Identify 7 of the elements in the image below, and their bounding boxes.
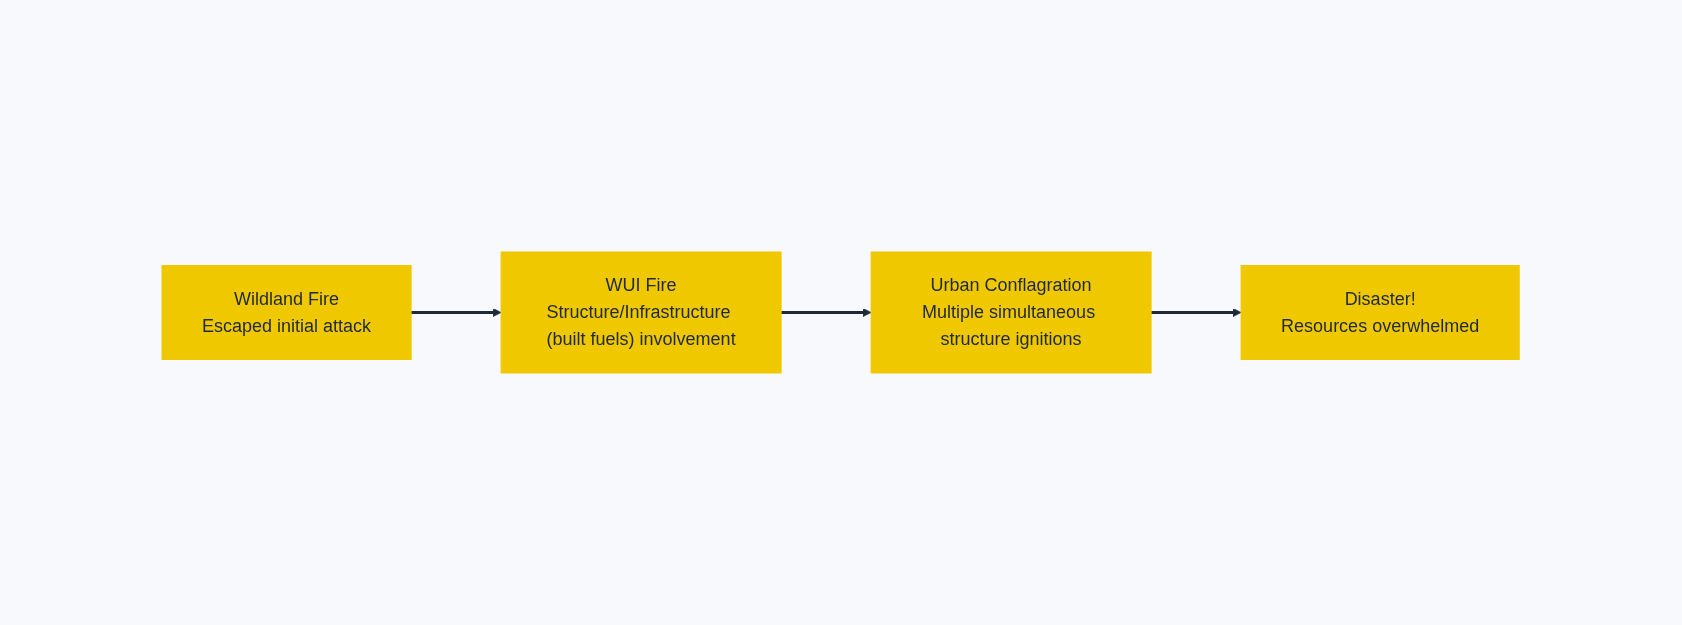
- node-box: WUI Fire Structure/Infrastructure (built fuels) involvement: [501, 251, 782, 374]
- arrow: [1151, 308, 1242, 317]
- node-box: Disaster! Resources overwhelmed: [1241, 265, 1521, 360]
- node-box: Wildland Fire Escaped initial attack: [161, 265, 412, 360]
- arrow: [781, 308, 872, 317]
- arrow: [411, 308, 502, 317]
- node-box: Urban Conflagration Multiple simultaneous structure ignitions: [871, 251, 1152, 374]
